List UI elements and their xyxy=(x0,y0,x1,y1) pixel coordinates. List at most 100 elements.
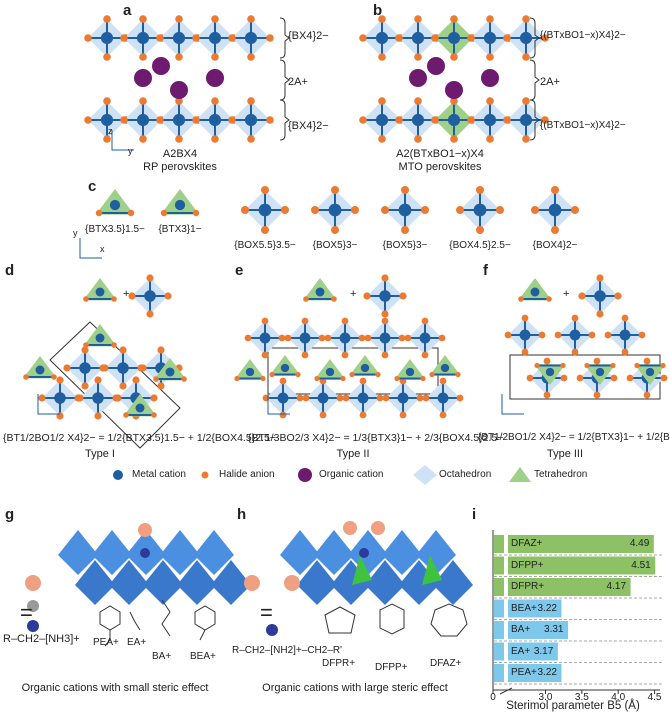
halide-anion xyxy=(266,116,274,124)
halide-anion xyxy=(247,97,255,105)
brace xyxy=(529,59,540,101)
halide-anion xyxy=(119,382,127,390)
metal-cation xyxy=(411,113,425,127)
panel-label-f: f xyxy=(483,262,488,279)
halide-anion xyxy=(119,346,127,354)
bar xyxy=(508,664,562,682)
g-generic-formula: R–CH2–[NH3]+ xyxy=(3,633,80,645)
metal-cation xyxy=(473,203,487,217)
halide-anion xyxy=(247,135,255,143)
crystal-octahedron xyxy=(331,560,371,605)
halide-anion xyxy=(571,314,579,322)
halide-anion xyxy=(522,97,530,105)
cation-ea: EA+ xyxy=(127,637,147,648)
halide-anion xyxy=(241,206,249,214)
x-tick-label: 3.5 xyxy=(574,692,589,703)
halide-anion xyxy=(450,53,458,61)
cation-dfpp: DFPP+ xyxy=(375,662,408,673)
halide-anion xyxy=(621,348,629,356)
bar-category-label: BA+ xyxy=(511,624,531,635)
metal-cation xyxy=(117,362,129,374)
plus-sign: + xyxy=(123,288,130,300)
crystal-octahedron xyxy=(365,560,405,605)
halide-anion xyxy=(132,376,140,384)
crystal-octahedron xyxy=(416,530,456,575)
r-group xyxy=(25,575,41,591)
metal-cation xyxy=(35,365,45,375)
ba-structure xyxy=(161,599,171,637)
halide-anion xyxy=(340,375,346,382)
halide-anion xyxy=(381,317,389,325)
halide-anion xyxy=(381,206,389,214)
halide-anion xyxy=(486,97,494,105)
halide-anion xyxy=(439,377,447,385)
axis-x-label: x xyxy=(100,244,105,254)
halide-anion xyxy=(175,53,183,61)
metal-cation xyxy=(379,290,391,302)
bar-category-label: DFPP+ xyxy=(511,559,544,571)
b-mid-label: 2A+ xyxy=(540,76,560,88)
halide-anion xyxy=(279,411,287,419)
halide-anion xyxy=(614,292,622,300)
organic-cation xyxy=(170,81,188,99)
halide-anion xyxy=(247,15,255,23)
axis-arrows xyxy=(79,238,102,259)
halide-anion xyxy=(157,382,165,390)
panel-label-e: e xyxy=(235,262,244,279)
panel-label-a: a xyxy=(123,2,132,19)
halide-anion xyxy=(534,362,540,369)
f-equation: {BT1/2BO1/2 X4}2− = 1/2{BTX3}1− + 1/2{BO… xyxy=(478,432,670,443)
metal-cation xyxy=(109,199,121,211)
a-formula: A2BX4 xyxy=(162,148,198,160)
x-tick-label: 3.0 xyxy=(538,692,553,703)
b-bottom-label: {(BTxBO1−x)X4}2− xyxy=(540,120,626,131)
metal-cation xyxy=(100,113,114,127)
axis-z-label: z xyxy=(108,126,113,136)
axis-break xyxy=(499,687,513,695)
halide-anion xyxy=(331,186,339,194)
dfpr-structure xyxy=(324,606,356,634)
organic-cation xyxy=(206,69,224,87)
motif-label: {BOX5}3− xyxy=(382,240,428,251)
metal-cation xyxy=(317,392,329,404)
halide-anion xyxy=(401,226,409,234)
motif-label: {BOX5}3− xyxy=(312,240,358,251)
pea-structure xyxy=(99,605,121,647)
halide-anion xyxy=(150,394,158,402)
halide-anion xyxy=(111,296,117,302)
metal-cation xyxy=(277,392,289,404)
halide-anion xyxy=(359,411,367,419)
halide-anion xyxy=(76,394,84,402)
metal-cation xyxy=(259,332,271,344)
cation-dfpr: DFPR+ xyxy=(322,658,356,669)
halide-anion xyxy=(381,310,389,318)
metal-cation xyxy=(244,113,258,127)
r-group xyxy=(343,521,357,535)
x-tick-label: 4.0 xyxy=(611,692,626,703)
legend-item: Halide anion xyxy=(219,469,275,480)
halide-anion xyxy=(610,362,616,369)
halide-anion xyxy=(364,334,372,342)
metal-cation xyxy=(100,31,114,45)
halide-anion xyxy=(420,375,426,382)
halide-anion xyxy=(139,53,147,61)
halide-anion xyxy=(421,351,429,359)
metal-cation xyxy=(405,367,415,377)
crystal-octahedron xyxy=(211,560,251,605)
bar-value-label: 4.17 xyxy=(606,581,627,592)
halide-anion xyxy=(551,186,559,194)
metal-cation xyxy=(245,367,255,377)
metal-cation xyxy=(92,392,104,404)
motif-label: {BTX3}1− xyxy=(158,224,202,235)
e-equation: {BT1/3BO2/3 X4}2− = 1/3{BTX3}1− + 2/3{BO… xyxy=(248,432,504,444)
metal-cation xyxy=(519,329,531,341)
halide-anion xyxy=(496,206,504,214)
halide-anion xyxy=(521,314,529,322)
metal-cation xyxy=(398,203,412,217)
r-group xyxy=(244,575,260,591)
halide-anion xyxy=(192,209,200,217)
a-top-label: {BX4}2− xyxy=(288,30,329,42)
halide-anion xyxy=(381,274,389,282)
halide-anion xyxy=(541,116,549,124)
